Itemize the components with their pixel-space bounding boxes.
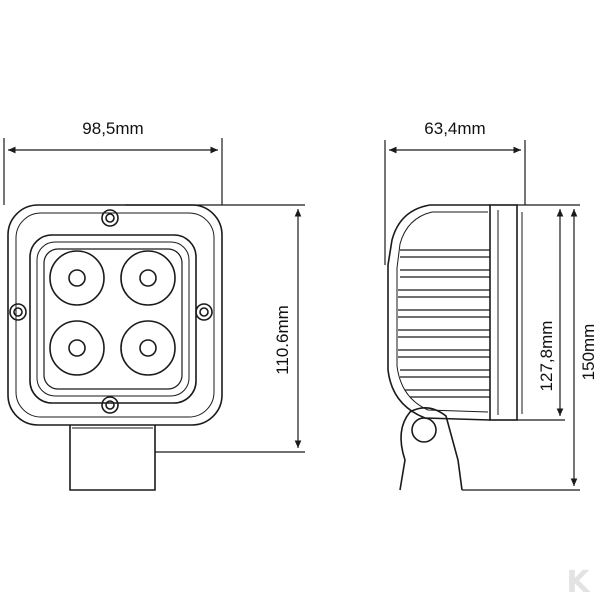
side-view xyxy=(387,204,523,491)
front-height-dimension xyxy=(125,204,305,453)
front-width-label: 98,5mm xyxy=(82,119,143,138)
front-width-dimension xyxy=(3,138,223,205)
side-total-height-label: 150mm xyxy=(579,324,598,381)
front-mount-bracket xyxy=(69,425,156,491)
side-depth-dimension xyxy=(384,140,526,265)
front-housing-inner xyxy=(15,212,215,418)
screw-top xyxy=(101,209,119,227)
front-housing-outer xyxy=(7,204,223,426)
side-body-height-dimension xyxy=(517,204,580,421)
screw-left xyxy=(9,303,27,321)
front-lens-panel xyxy=(43,248,183,390)
side-housing-rear xyxy=(387,204,491,421)
screw-right xyxy=(195,303,213,321)
side-mount-bolt xyxy=(411,417,437,443)
side-housing-rear-inner xyxy=(396,211,489,413)
led-bottom-left xyxy=(49,320,105,376)
led-top-right xyxy=(120,250,176,306)
led-top-left xyxy=(49,250,105,306)
front-bezel xyxy=(29,234,197,404)
front-view xyxy=(7,204,223,491)
side-lens-front xyxy=(489,204,518,421)
led-bottom-right xyxy=(120,320,176,376)
front-bezel-inner xyxy=(36,241,190,397)
side-mount-bracket xyxy=(399,407,463,491)
side-cooling-fins xyxy=(398,249,490,398)
side-depth-label: 63,4mm xyxy=(424,119,485,138)
brand-watermark: K xyxy=(566,565,591,600)
side-body-height-label: 127,8mm xyxy=(537,321,556,392)
front-height-label: 110.6mm xyxy=(273,305,292,375)
side-total-height-dimension xyxy=(462,209,580,491)
screw-bottom xyxy=(101,396,119,414)
